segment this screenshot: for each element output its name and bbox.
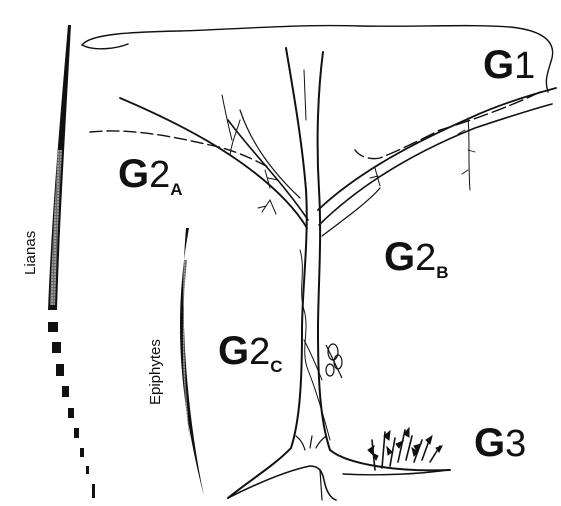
lianas-bar — [48, 25, 95, 498]
zone-label-g2a: G2A — [118, 152, 183, 199]
zone-g3-number: 3 — [505, 423, 526, 465]
ground-herbs — [296, 428, 442, 470]
zone-g2a-sub: A — [170, 180, 182, 199]
zone-g2c-letter: G — [218, 329, 249, 373]
zone-label-g2b: G2B — [384, 235, 449, 282]
epiphytes-bar — [180, 228, 204, 496]
zone-g2c-number: 2 — [249, 331, 270, 373]
zone-g2b-sub: B — [436, 263, 448, 282]
zone-label-g3: G3 — [474, 421, 526, 465]
zone-label-g1: G1 — [483, 43, 535, 87]
epiphytes-label: Epiphytes — [147, 339, 164, 405]
zone-label-g2c: G2C — [218, 329, 283, 376]
zone-g3-letter: G — [474, 421, 505, 465]
lianas-label: Lianas — [22, 231, 39, 275]
zone-g2b-number: 2 — [415, 237, 436, 279]
tree-branches — [120, 88, 556, 236]
zone-g1-letter: G — [483, 43, 514, 87]
zone-g2c-sub: C — [270, 357, 282, 376]
zone-g2a-letter: G — [118, 152, 149, 196]
zone-g2b-letter: G — [384, 235, 415, 279]
zone-g2a-number: 2 — [149, 154, 170, 196]
trunk-epiphyte — [326, 344, 342, 378]
zone-g1-number: 1 — [514, 45, 535, 87]
